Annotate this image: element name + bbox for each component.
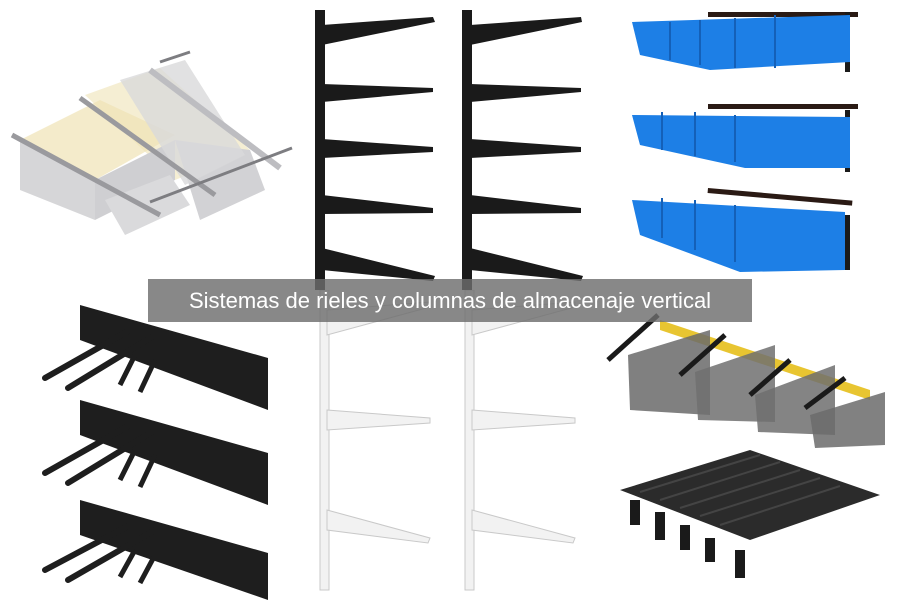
black-rail-shelf-brackets-image — [300, 0, 600, 290]
caption-banner: Sistemas de rieles y columnas de almacen… — [148, 279, 752, 322]
overhead-ceiling-rack-image — [0, 40, 300, 260]
overhead-bin-slides-and-deck-image — [600, 300, 900, 600]
white-rail-shelf-brackets-image — [300, 290, 600, 600]
black-wall-hook-rails-image — [0, 300, 300, 600]
blue-bin-wall-rails-image — [600, 0, 900, 290]
